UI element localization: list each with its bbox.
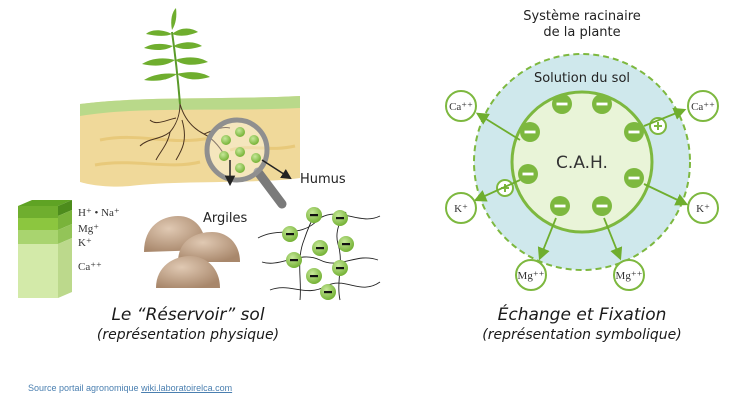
ion-mg-left	[515, 259, 547, 291]
ion-k-left	[445, 192, 477, 224]
magnifier	[204, 117, 287, 209]
system-label-line2: de la plante	[543, 25, 620, 40]
ion-k-right	[687, 192, 719, 224]
left-caption-title: Le “Réservoir” sol	[111, 305, 265, 325]
system-label-line1: Système racinaire	[523, 9, 641, 24]
soil-layers: H⁺ • Na⁺ Mg⁺ K⁺ Ca⁺⁺	[18, 200, 120, 298]
roots	[139, 103, 231, 161]
ion-ca-right	[687, 90, 719, 122]
plant	[142, 8, 210, 105]
label-humus: Humus	[300, 172, 346, 187]
outer-ions: Ca⁺⁺ Ca⁺⁺ K⁺ K⁺ Mg⁺⁺ Mg⁺⁺	[445, 90, 719, 291]
ion-mg-left-label: Mg⁺⁺	[518, 270, 545, 282]
ion-mg-right-label: Mg⁺⁺	[616, 270, 643, 282]
source-link[interactable]: wiki.laboratoirelca.com	[141, 383, 233, 393]
exchange-arrows	[473, 107, 689, 261]
soil-ion-3: K⁺	[78, 237, 92, 249]
cah-circle	[510, 90, 654, 234]
soil-ion-2: Mg⁺	[78, 223, 99, 235]
right-caption-title: Échange et Fixation	[497, 305, 667, 325]
ion-ca-left-label: Ca⁺⁺	[449, 101, 473, 113]
humus-network	[257, 207, 381, 301]
label-argiles: Argiles	[203, 211, 247, 226]
source-note: Source portail agronomique wiki.laborato…	[28, 383, 232, 393]
ion-k-left-label: K⁺	[454, 203, 468, 215]
left-caption: Le “Réservoir” sol (représentation physi…	[58, 305, 318, 345]
solution-positive-ions	[496, 117, 667, 197]
left-caption-subtitle: (représentation physique)	[96, 327, 280, 343]
ion-ca-left	[445, 90, 477, 122]
ion-mg-right	[613, 259, 645, 291]
ion-ca-right-label: Ca⁺⁺	[691, 101, 715, 113]
right-caption-subtitle: (représentation symbolique)	[482, 327, 682, 343]
right-caption: Échange et Fixation (représentation symb…	[455, 305, 709, 345]
soil-ion-1: H⁺ • Na⁺	[78, 207, 120, 219]
ion-k-right-label: K⁺	[696, 203, 710, 215]
clay-particles	[144, 216, 240, 288]
solution-label: Solution du sol	[534, 71, 630, 86]
arrow-to-humus	[261, 159, 292, 180]
humus-ions	[282, 207, 354, 300]
soil-ion-4: Ca⁺⁺	[78, 261, 102, 273]
cah-negative-sites	[518, 94, 644, 216]
cah-label: C.A.H.	[556, 153, 608, 173]
source-prefix: Source portail agronomique	[28, 383, 142, 393]
